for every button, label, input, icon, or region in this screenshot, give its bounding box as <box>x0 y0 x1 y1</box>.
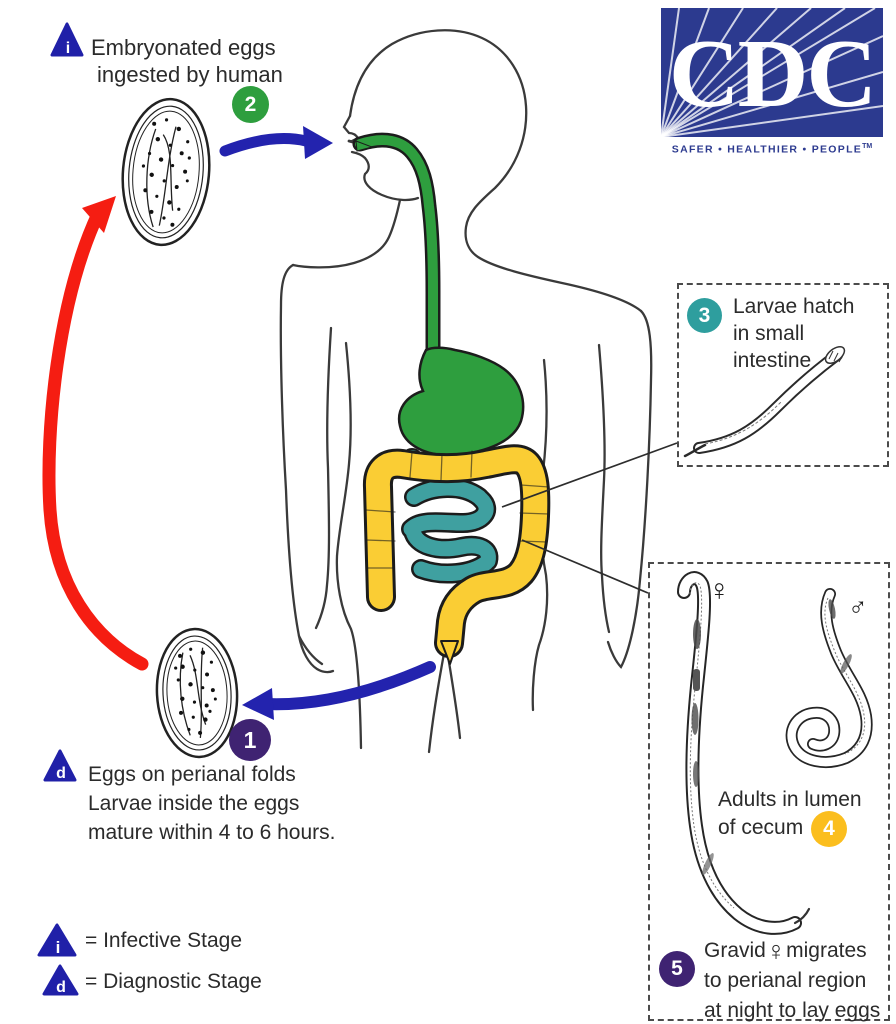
male-worm <box>785 588 873 768</box>
egg-speckles <box>141 118 191 227</box>
svg-text:d: d <box>56 765 66 782</box>
stage-badge-1: 1 <box>229 719 271 761</box>
perianal-egg-bottom <box>155 627 239 759</box>
leader-lines <box>501 442 678 594</box>
step5-label: Gravid♀migrates to perianal region at ni… <box>704 936 881 1023</box>
cdc-tagline: SAFER • HEALTHIER • PEOPLETM <box>671 143 873 156</box>
legend-diagnostic-label: = Diagnostic Stage <box>85 970 262 993</box>
stomach <box>397 346 525 457</box>
female-worm <box>677 571 811 935</box>
embryonated-egg-top <box>121 97 211 247</box>
step2-label: Embryonated eggs ingested by human <box>91 35 283 87</box>
larva-illustration <box>683 345 846 458</box>
cdc-logo-text: CDC <box>668 20 877 128</box>
svg-text:d: d <box>56 979 66 996</box>
step3-label: Larvae hatch in small intestine <box>733 295 855 372</box>
adult-worms-illustration <box>677 571 873 935</box>
legend-diagnostic-icon: d <box>42 964 79 996</box>
svg-text:i: i <box>56 938 61 957</box>
esophagus <box>352 132 441 364</box>
adults-box: ♀ ♂ Adults in lumen of cecum 4 5 Gravid♀… <box>648 562 890 1023</box>
gravid-female-symbol: ♀ <box>765 936 787 966</box>
male-symbol: ♂ <box>848 592 868 622</box>
stage-badge-5: 5 <box>659 951 695 987</box>
small-intestine <box>401 478 499 584</box>
stage-badge-3: 3 <box>687 298 722 333</box>
blue-arrow-ingestion <box>219 126 333 159</box>
blue-arrow-deposition <box>242 661 436 720</box>
stage-badge-4: 4 <box>811 811 847 847</box>
svg-text:i: i <box>66 40 70 57</box>
stage-badge-2: 2 <box>232 86 269 123</box>
cdc-logo-box: CDC <box>661 8 883 137</box>
cdc-logo: CDC SAFER • HEALTHIER • PEOPLETM <box>661 8 883 156</box>
larvae-hatch-box: 3 Larvae hatch in small intestine <box>677 283 889 467</box>
female-symbol: ♀ <box>708 574 731 607</box>
infective-stage-icon: i <box>50 22 84 57</box>
red-cycle-arrow <box>42 196 149 671</box>
cdc-logo-rays <box>661 8 883 137</box>
legend-infective-icon: i <box>37 923 77 957</box>
step1-label: Eggs on perianal folds Larvae inside the… <box>88 763 336 844</box>
legend-infective-label: = Infective Stage <box>85 929 243 952</box>
human-figure <box>279 29 653 754</box>
diagnostic-stage-icon: d <box>43 749 77 782</box>
step4-label: Adults in lumen of cecum <box>718 788 862 839</box>
egg-speckles <box>174 647 217 735</box>
